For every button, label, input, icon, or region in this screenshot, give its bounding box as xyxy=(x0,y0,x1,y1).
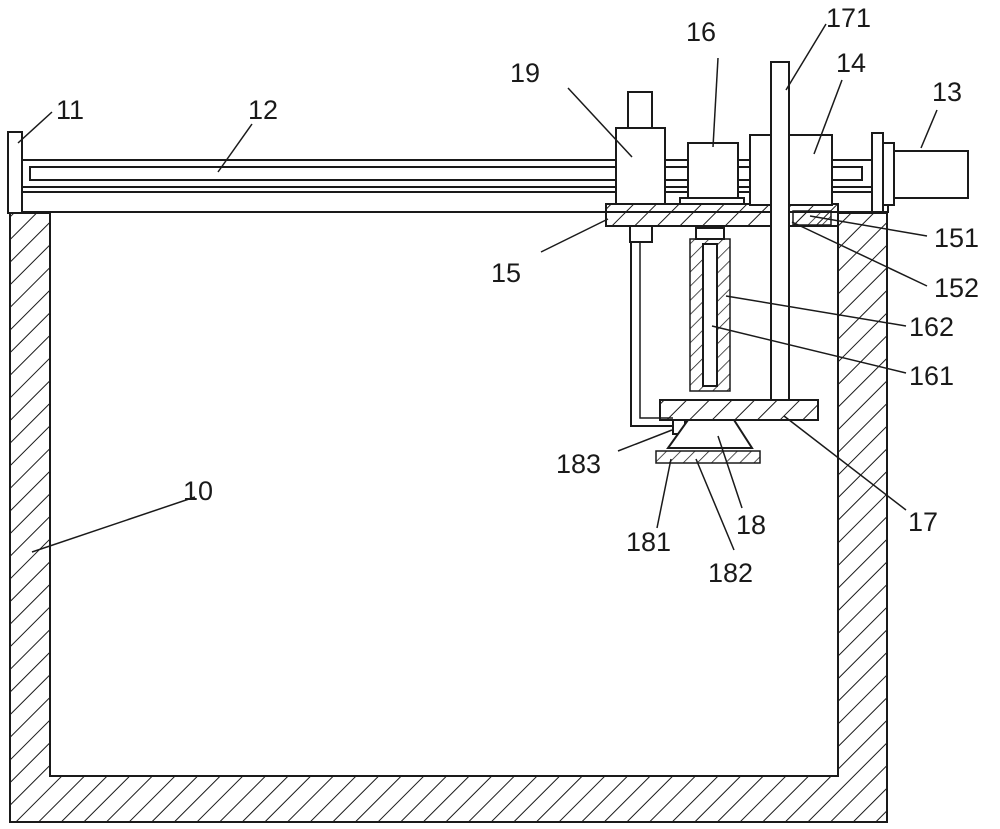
suction-pad xyxy=(655,450,761,464)
label-15: 15 xyxy=(491,258,521,288)
drive-block-14 xyxy=(749,134,833,206)
shaft-161 xyxy=(702,243,718,387)
label-12: 12 xyxy=(248,95,278,125)
hose-inner xyxy=(639,242,673,419)
motor-block-16 xyxy=(687,142,739,199)
label-162: 162 xyxy=(909,312,954,342)
lower-plate xyxy=(659,399,819,421)
label-17: 17 xyxy=(908,507,938,537)
cylinder-rod-top xyxy=(627,91,653,129)
vertical-rod xyxy=(770,61,790,401)
suction-cup xyxy=(666,419,754,449)
label-18: 18 xyxy=(736,510,766,540)
hose xyxy=(630,242,673,427)
motor-body xyxy=(893,150,969,199)
label-181: 181 xyxy=(626,527,671,557)
label-152: 152 xyxy=(934,273,979,303)
label-19: 19 xyxy=(510,58,540,88)
label-171: 171 xyxy=(826,3,871,33)
label-182: 182 xyxy=(708,558,753,588)
motor-flange-1 xyxy=(871,132,884,213)
label-183: 183 xyxy=(556,449,601,479)
label-14: 14 xyxy=(836,48,866,78)
cylinder-body xyxy=(615,127,666,205)
label-161: 161 xyxy=(909,361,954,391)
bearing-151 xyxy=(792,210,832,226)
shaft-coupling xyxy=(695,227,725,240)
leader-lines xyxy=(17,23,938,553)
label-10: 10 xyxy=(183,476,213,506)
label-11: 11 xyxy=(56,95,84,125)
label-16: 16 xyxy=(686,17,716,47)
cylinder-lower xyxy=(629,225,653,243)
end-support xyxy=(7,131,23,214)
motor-flange-2 xyxy=(882,142,895,206)
label-13: 13 xyxy=(932,77,962,107)
label-151: 151 xyxy=(934,223,979,253)
motor-block-base xyxy=(679,197,745,205)
